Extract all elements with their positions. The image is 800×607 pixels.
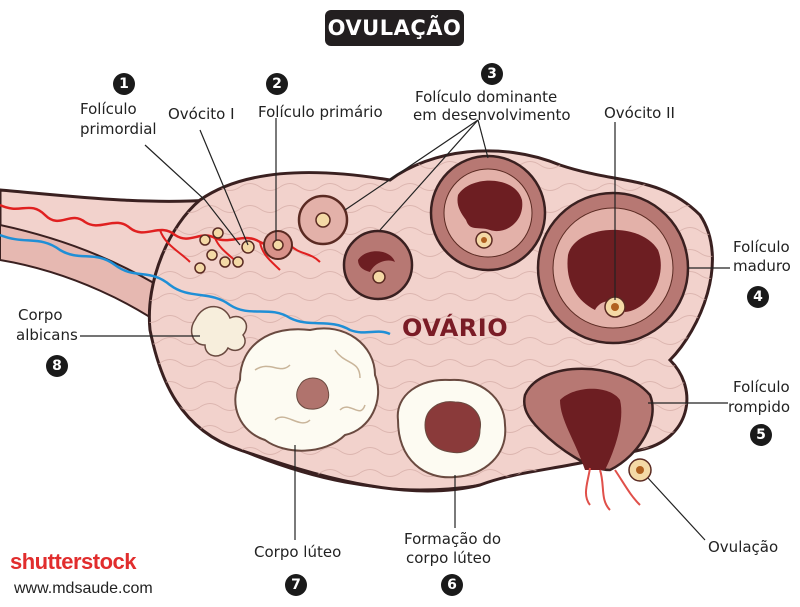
developing-follicle-small [342,229,414,301]
label-dominante-line1: Folículo dominante [415,88,558,106]
primordial-follicles [194,227,255,274]
badge-8: 8 [46,355,68,377]
label-ovocito-1: Ovócito I [168,105,235,123]
badge-5: 5 [750,424,772,446]
forming-corpus-luteum [396,378,507,479]
label-ovocito-2: Ovócito II [604,104,675,122]
diagram-title: OVULAÇÃO [327,16,462,40]
label-albicans-line2: albicans [16,326,78,344]
label-albicans-line1: Corpo [18,306,63,324]
badge-7: 7 [285,574,307,596]
label-dominante-line2: em desenvolvimento [413,106,571,124]
vein-vessel [0,233,391,336]
label-maduro-line1: Folículo [733,238,790,256]
badge-2: 2 [266,73,288,95]
label-formacao-line1: Formação do [404,530,502,548]
label-primario: Folículo primário [258,103,383,121]
label-primordial-line1: Folículo [80,100,137,118]
primary-follicle [263,230,293,260]
site-watermark: www.mdsaude.com [14,580,153,597]
corpus-luteum [234,327,380,452]
badge-4: 4 [747,286,769,308]
label-maduro-line2: maduro [733,257,791,275]
ovary-label: OVÁRIO [402,314,509,342]
ovary-lower-rim [239,449,481,491]
label-ovulacao: Ovulação [708,538,779,556]
label-primordial-line2: primordial [80,120,157,138]
ovulated-oocyte [628,458,652,482]
leader-lines [80,118,730,541]
mature-follicle [536,191,690,345]
shutterstock-logo: shutterstock [10,549,137,574]
ruptured-follicle [523,367,654,511]
label-formacao-line2: corpo lúteo [406,549,492,567]
badge-6: 6 [441,574,463,596]
label-rompido-line1: Folículo [733,378,790,396]
artery-branch [159,229,321,271]
badge-3: 3 [481,63,503,85]
label-rompido-line2: rompido [728,398,791,416]
developing-follicle-large [429,154,547,272]
artery-vessel [0,203,291,247]
secondary-follicle [297,194,349,246]
label-corpo-luteo: Corpo lúteo [254,543,342,561]
badge-1: 1 [113,73,135,95]
title-box [325,10,464,46]
corpus-albicans [190,305,248,357]
